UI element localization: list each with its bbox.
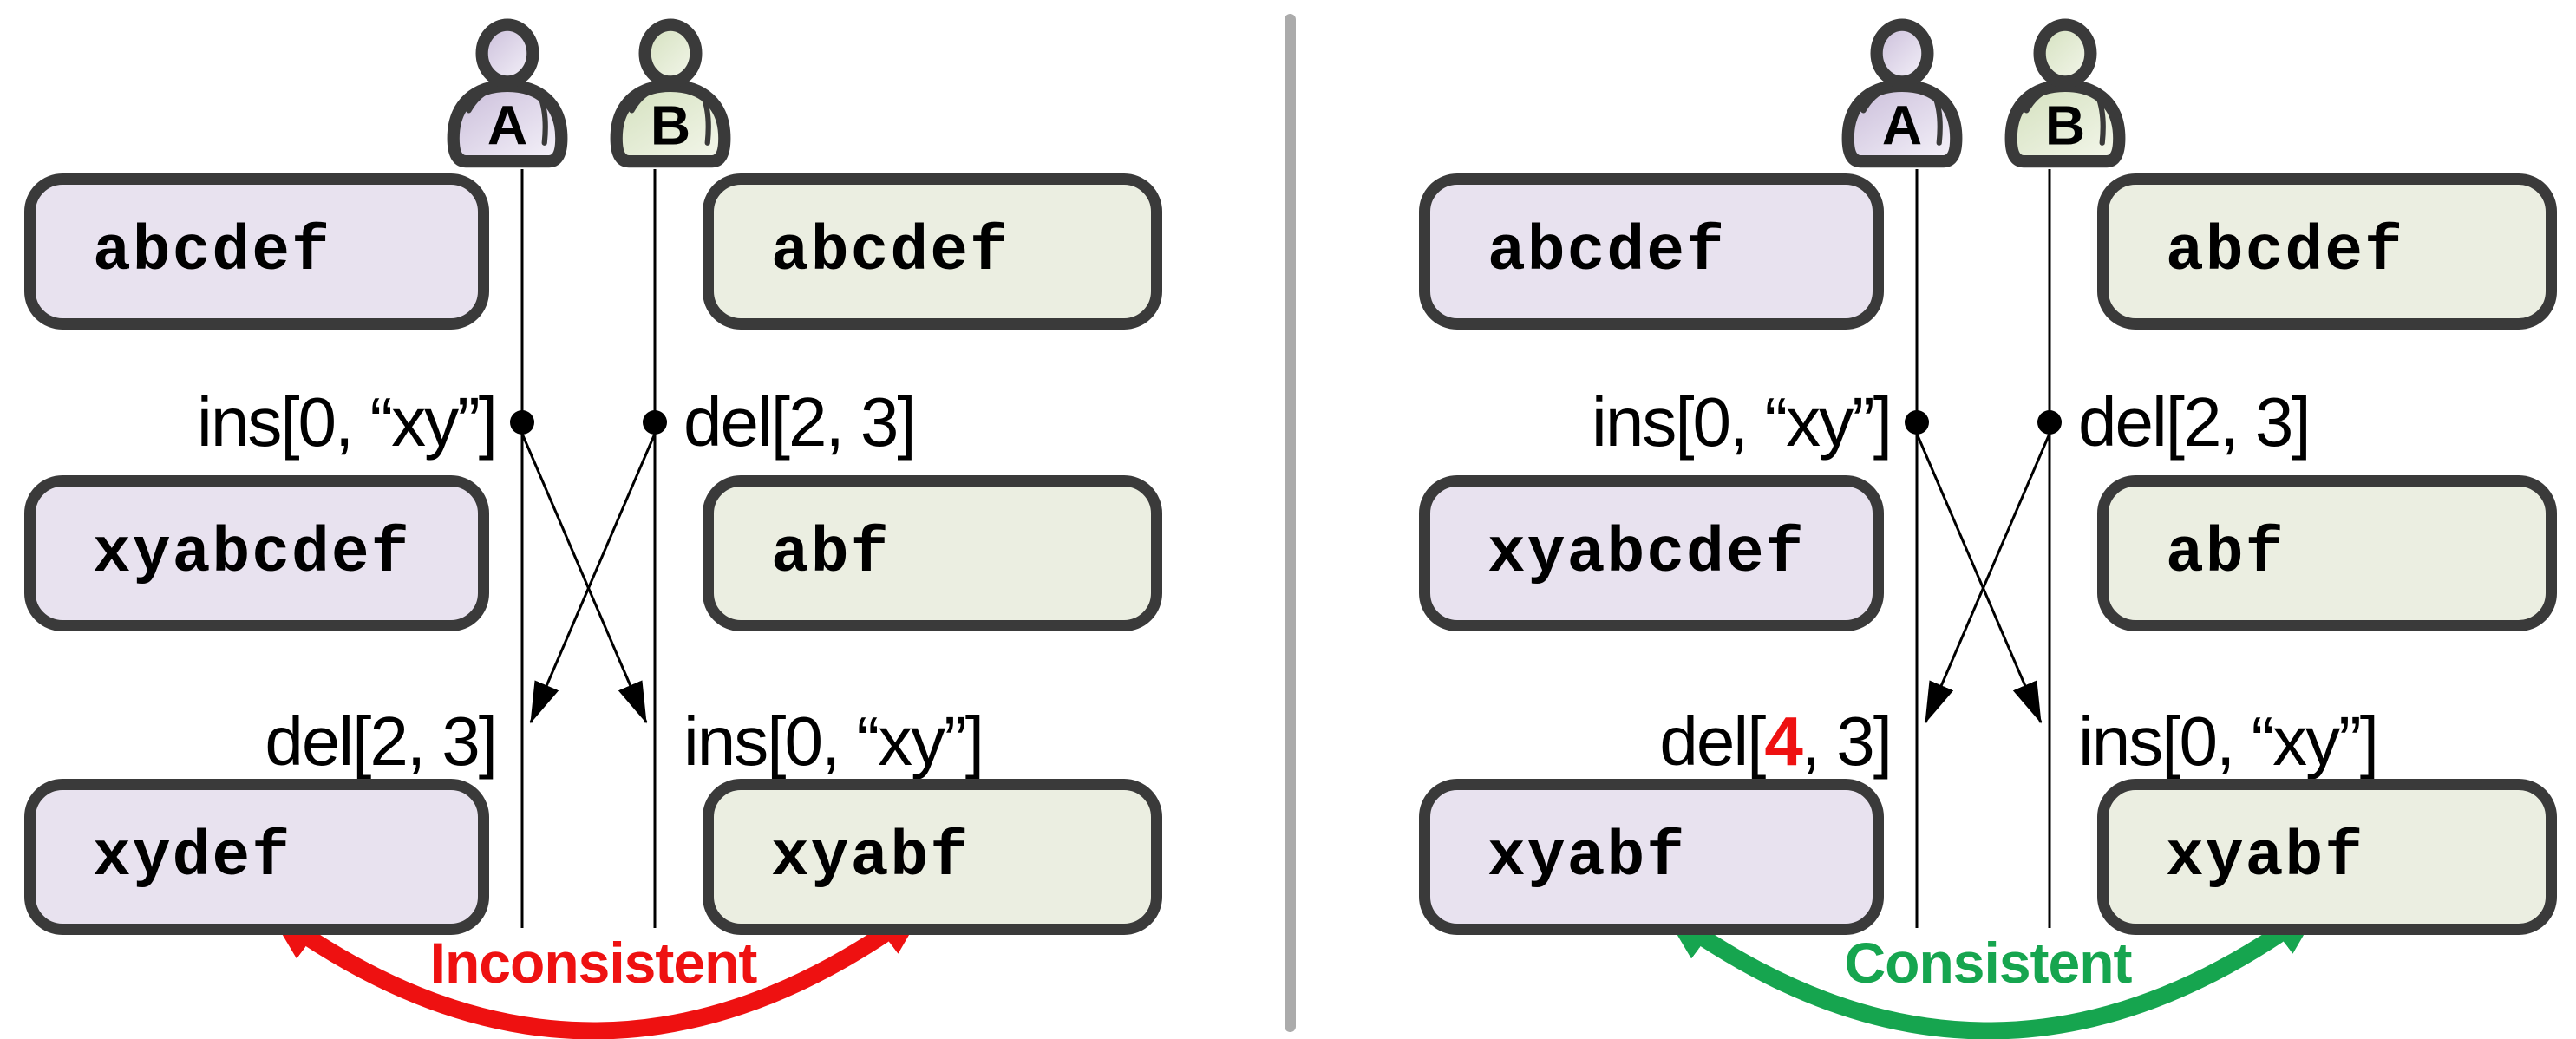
- op-label-a1: ins[0, “xy”]: [1592, 383, 1893, 461]
- user-b-icon: B: [2002, 15, 2128, 169]
- doc-state-a3: xydef: [24, 779, 489, 935]
- doc-state-text: xyabcdef: [93, 517, 411, 590]
- doc-state-b1: abcdef: [703, 173, 1162, 330]
- op-origin-dot-a: [1905, 410, 1929, 435]
- user-b-label: B: [2045, 95, 2085, 157]
- doc-state-text: xydef: [93, 820, 292, 893]
- doc-state-text: abcdef: [1487, 215, 1726, 288]
- doc-state-b3: xyabf: [2097, 779, 2557, 935]
- op-label-b1: del[2, 3]: [683, 383, 917, 461]
- person-head: [638, 18, 703, 88]
- panel-without-transformation: A B abcdef abcdef ins[0, “xy”] del[2, 3]…: [0, 0, 1284, 1039]
- op-label-a2: del[2, 3]: [265, 702, 498, 780]
- user-b-icon: B: [607, 15, 734, 169]
- inconsistent-compare-arrow: [265, 899, 931, 1039]
- user-a-icon: A: [1839, 15, 1965, 169]
- doc-state-a1: abcdef: [24, 173, 489, 330]
- op-transfer-arrow-b-to-a: [529, 433, 657, 724]
- doc-state-text: abcdef: [93, 215, 331, 288]
- op-origin-dot-a: [510, 410, 534, 435]
- doc-state-text: xyabf: [1487, 820, 1687, 893]
- op-label-b2: ins[0, “xy”]: [2078, 702, 2379, 780]
- op-label-a1: ins[0, “xy”]: [197, 383, 498, 461]
- doc-state-a2: xyabcdef: [24, 475, 489, 631]
- doc-state-text: xyabf: [2166, 820, 2365, 893]
- panel-with-transformation: A B abcdef abcdef ins[0, “xy”] del[2, 3]…: [1395, 0, 2576, 1039]
- user-a-label: A: [487, 95, 527, 157]
- doc-state-b1: abcdef: [2097, 173, 2557, 330]
- doc-state-b3: xyabf: [703, 779, 1162, 935]
- doc-state-text: abf: [771, 517, 891, 590]
- verdict-label: Consistent: [1844, 931, 2132, 995]
- doc-state-text: xyabcdef: [1487, 517, 1806, 590]
- doc-state-text: abcdef: [2166, 215, 2404, 288]
- person-head: [2033, 18, 2097, 88]
- op-transfer-arrow-a-to-b: [1915, 433, 2043, 724]
- doc-state-text: abf: [2166, 517, 2285, 590]
- panel-wires: [265, 169, 931, 1039]
- op-label-a2-transformed: del[4, 3]: [1659, 702, 1893, 780]
- doc-state-text: abcdef: [771, 215, 1010, 288]
- op-transfer-arrow-b-to-a: [1924, 433, 2051, 724]
- op-origin-dot-b: [2037, 410, 2062, 435]
- person-head: [475, 18, 539, 88]
- doc-state-text: xyabf: [771, 820, 971, 893]
- consistent-compare-arrow: [1659, 899, 2325, 1039]
- doc-state-b2: abf: [703, 475, 1162, 631]
- user-a-label: A: [1882, 95, 1922, 157]
- doc-state-b2: abf: [2097, 475, 2557, 631]
- user-a-icon: A: [444, 15, 571, 169]
- op-label-b2: ins[0, “xy”]: [683, 702, 984, 780]
- panel-wires: [1659, 169, 2325, 1039]
- op-transfer-arrow-a-to-b: [520, 433, 648, 724]
- op-label-b1: del[2, 3]: [2078, 383, 2311, 461]
- doc-state-a1: abcdef: [1419, 173, 1884, 330]
- op-origin-dot-b: [643, 410, 667, 435]
- doc-state-a3: xyabf: [1419, 779, 1884, 935]
- doc-state-a2: xyabcdef: [1419, 475, 1884, 631]
- user-b-label: B: [651, 95, 690, 157]
- panel-divider: [1285, 14, 1296, 1032]
- person-head: [1870, 18, 1934, 88]
- verdict-label: Inconsistent: [429, 931, 758, 995]
